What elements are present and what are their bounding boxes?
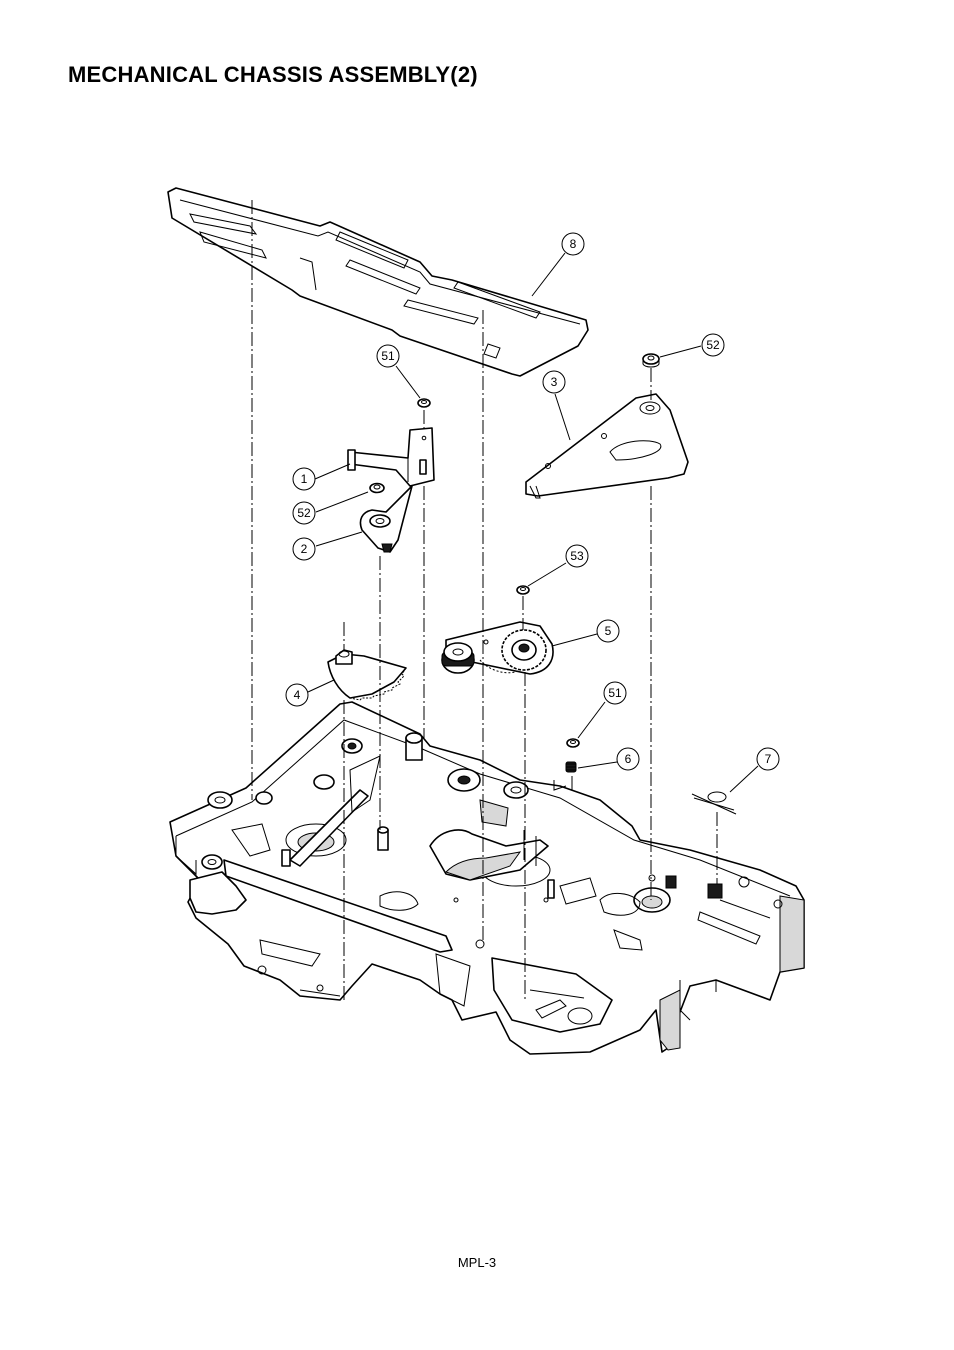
callout-51-top: 51	[376, 344, 400, 368]
main-chassis	[169, 701, 805, 1055]
part-7-ring-spring	[691, 791, 737, 815]
callout-4: 4	[285, 683, 309, 707]
leader-lines	[307, 252, 759, 793]
callout-2: 2	[292, 537, 316, 561]
svg-text:51: 51	[608, 686, 622, 700]
part-4-sector-gear	[327, 649, 407, 701]
callout-6: 6	[616, 747, 640, 771]
part-52-washer-left	[369, 482, 385, 494]
svg-text:5: 5	[605, 624, 612, 638]
part-53-washer	[516, 585, 530, 595]
part-51-washer-lower	[566, 738, 580, 748]
callout-7: 7	[756, 747, 780, 771]
svg-text:1: 1	[301, 472, 308, 486]
callout-1: 1	[292, 467, 316, 491]
alignment-lines	[251, 200, 718, 1000]
callout-51-lower: 51	[603, 681, 627, 705]
svg-text:3: 3	[551, 375, 558, 389]
callout-3: 3	[542, 370, 566, 394]
svg-text:51: 51	[381, 349, 395, 363]
svg-text:52: 52	[706, 338, 720, 352]
page-number: MPL-3	[457, 1255, 497, 1270]
part-5-gear-assembly	[441, 621, 554, 675]
part-2-arm	[359, 485, 413, 553]
part-52-washer-top	[642, 353, 660, 368]
svg-text:4: 4	[294, 688, 301, 702]
part-1-lever-arm	[347, 427, 435, 487]
part-6-spring	[565, 761, 577, 773]
part-51-washer-upper	[417, 398, 431, 408]
svg-text:52: 52	[297, 506, 311, 520]
callout-5: 5	[596, 619, 620, 643]
svg-text:8: 8	[570, 237, 577, 251]
callout-52-left: 52	[292, 501, 316, 525]
callout-8: 8	[561, 232, 585, 256]
svg-text:2: 2	[301, 542, 308, 556]
svg-text:53: 53	[570, 549, 584, 563]
page-title: MECHANICAL CHASSIS ASSEMBLY(2)	[68, 62, 478, 87]
svg-text:7: 7	[765, 752, 772, 766]
callout-52-top: 52	[701, 333, 725, 357]
callout-53: 53	[565, 544, 589, 568]
part-8-slide-plate	[167, 187, 589, 377]
part-3-lever-plate	[525, 393, 689, 499]
svg-text:6: 6	[625, 752, 632, 766]
